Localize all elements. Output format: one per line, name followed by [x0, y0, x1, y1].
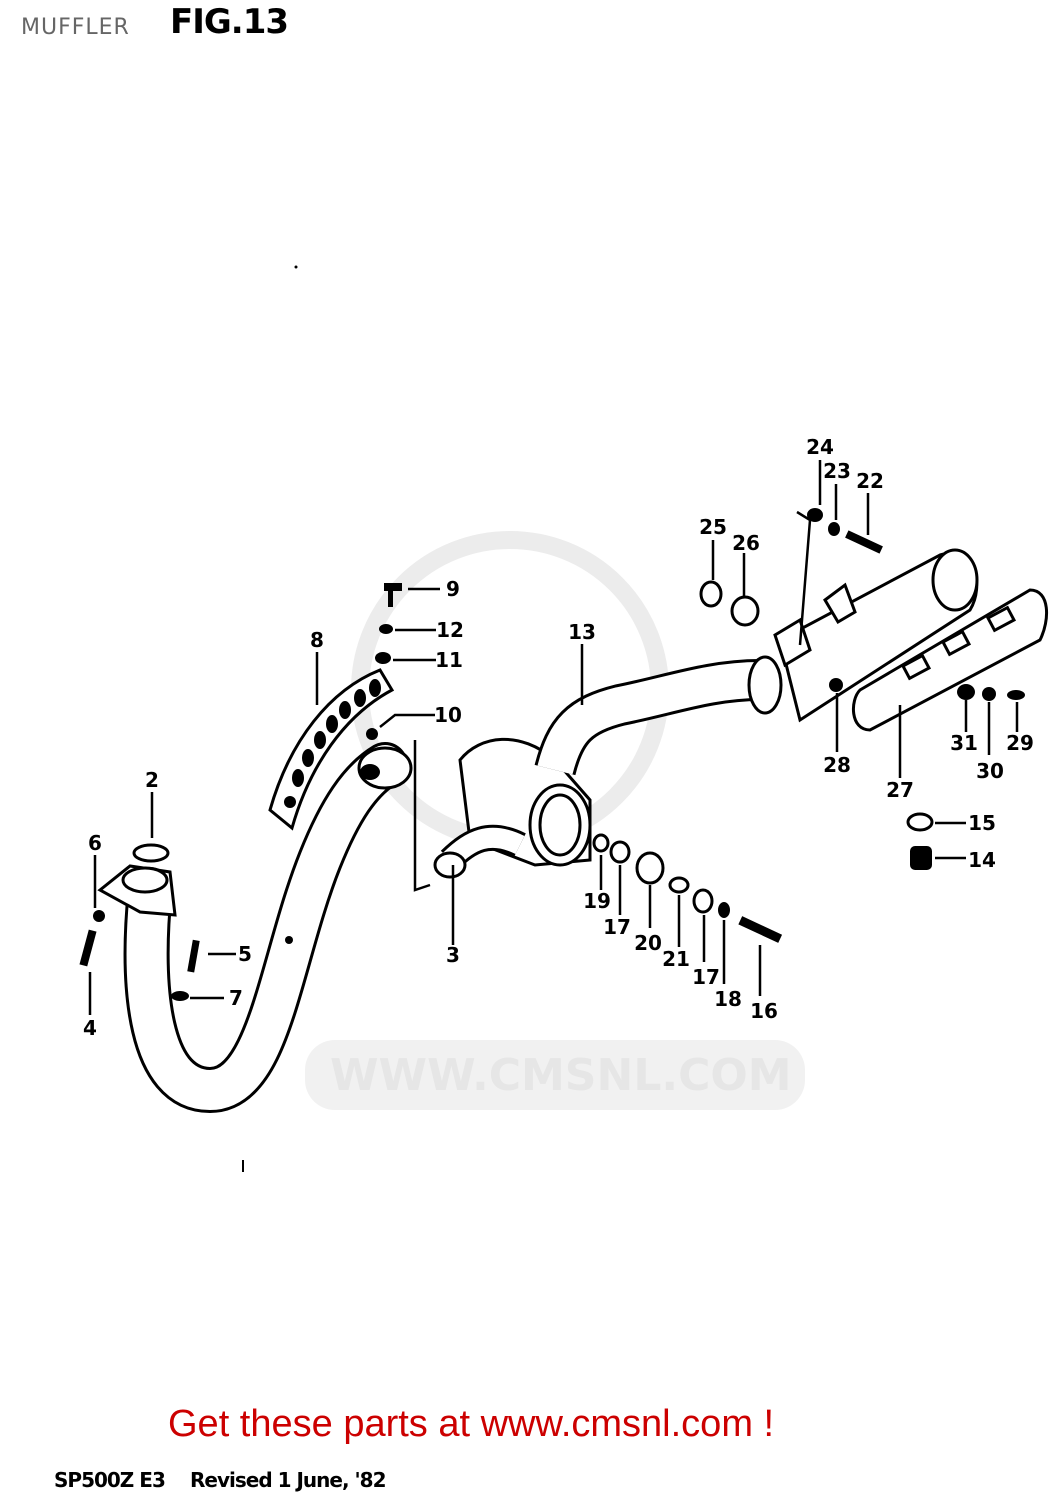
callout-17: 17 — [603, 915, 631, 939]
heat-shield-27 — [851, 588, 1049, 732]
figure-number: FIG.13 — [170, 2, 289, 42]
callout-16: 16 — [750, 999, 778, 1023]
promo-link[interactable]: Get these parts at www.cmsnl.com ! — [168, 1403, 775, 1445]
callout-2: 2 — [145, 768, 159, 792]
callout-30: 30 — [976, 759, 1004, 783]
callout-15: 15 — [968, 811, 996, 835]
watermark-text: WWW.CMSNL.COM — [330, 1050, 792, 1101]
heat-shield-8 — [268, 668, 395, 831]
callout-12: 12 — [436, 618, 464, 642]
callout-18: 18 — [714, 987, 742, 1011]
callout-25: 25 — [699, 515, 727, 539]
callout-5: 5 — [238, 942, 252, 966]
hardware — [79, 508, 1025, 1001]
callout-6: 6 — [88, 831, 102, 855]
callout-labels: 24 23 22 25 26 9 12 13 8 11 10 28 31 30 … — [83, 435, 1034, 1040]
callout-11: 11 — [435, 648, 463, 672]
callout-20: 20 — [634, 931, 662, 955]
callout-8: 8 — [310, 628, 324, 652]
muffler-chamber — [433, 737, 592, 879]
callout-29: 29 — [1006, 731, 1034, 755]
footer-revised-date: Revised 1 June, '82 — [190, 1468, 386, 1492]
callout-22: 22 — [856, 469, 884, 493]
exhaust-pipe-13 — [534, 655, 783, 776]
callout-31: 31 — [950, 731, 978, 755]
muffler-body — [773, 548, 979, 723]
callout-4: 4 — [83, 1016, 97, 1040]
callout-19: 19 — [583, 889, 611, 913]
callout-7: 7 — [229, 986, 243, 1010]
exhaust-pipe — [97, 742, 413, 1114]
footer-model: SP500Z E3 — [54, 1468, 166, 1492]
callout-3: 3 — [446, 943, 460, 967]
callout-26: 26 — [732, 531, 760, 555]
callout-24: 24 — [806, 435, 834, 459]
callout-9: 9 — [446, 577, 460, 601]
callout-23: 23 — [823, 459, 851, 483]
callout-21: 21 — [662, 947, 690, 971]
callout-27: 27 — [886, 778, 914, 802]
leader-lines — [88, 460, 1019, 1015]
callout-10: 10 — [434, 703, 462, 727]
callout-14: 14 — [968, 848, 996, 872]
page-title: MUFFLER — [21, 15, 130, 40]
callout-13: 13 — [568, 620, 596, 644]
callout-28: 28 — [823, 753, 851, 777]
callout-17b: 17 — [692, 965, 720, 989]
